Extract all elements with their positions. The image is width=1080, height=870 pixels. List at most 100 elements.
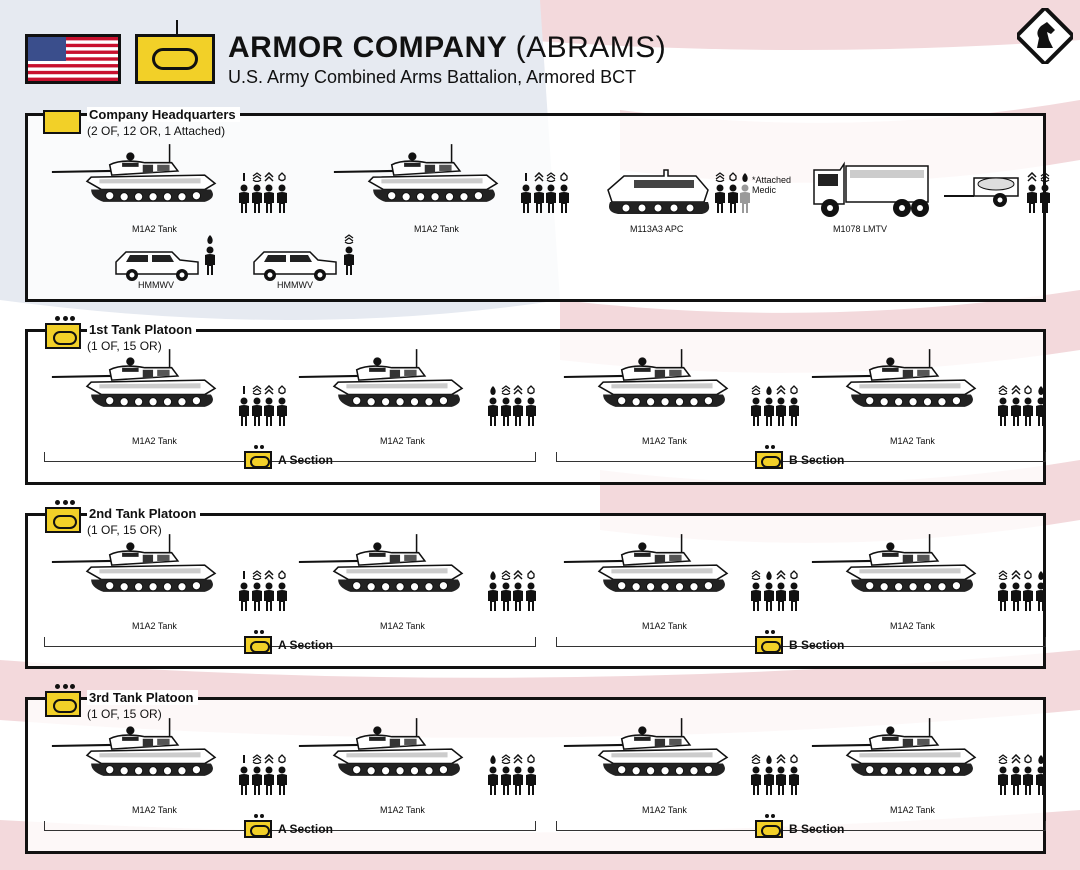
platoon-1-tank-1-crew-soldier-icon xyxy=(239,397,249,426)
platoon-1-tank-4-icon xyxy=(811,349,977,407)
platoon-2-tank-3-crew-soldier-icon xyxy=(776,582,786,611)
platoon-2-section-b-label: B Section xyxy=(789,638,845,652)
platoon-1-caption: (1 OF, 15 OR) xyxy=(87,339,162,353)
platoon-2-tank-3-crew-rank-insignia-icon xyxy=(776,570,786,580)
platoon-1-tank-2-crew-soldier-icon xyxy=(525,397,536,426)
platoon-2-symbol-icon xyxy=(45,500,81,533)
hq-apc-crew-rank-insignia-icon xyxy=(742,173,748,182)
platoon-3-caption: (1 OF, 15 OR) xyxy=(87,707,162,721)
platoon-2-tank-3-crew-rank-insignia-icon xyxy=(789,570,798,580)
hq-tank-2-crew-soldier-icon xyxy=(558,184,569,213)
hq-tank-1-crew-rank-insignia-icon xyxy=(243,173,245,181)
platoon-3-tank-1-crew-rank-insignia-icon xyxy=(277,754,286,764)
platoon-2-tank-1-icon xyxy=(51,534,217,592)
hq-hmmwv-2-crew-rank-insignia-icon xyxy=(344,234,354,244)
hq-hmmwv-1-label: HMMWV xyxy=(138,280,174,290)
platoon-1-tank-1-crew-rank-insignia-icon xyxy=(264,385,274,395)
hq-trailer-icon xyxy=(944,177,1019,207)
hq-tank-2-crew-soldier-icon xyxy=(521,184,531,213)
armor-company-symbol-icon xyxy=(135,20,215,84)
hq-apc-crew-rank-insignia-icon xyxy=(715,172,725,182)
platoon-3-symbol-icon xyxy=(45,684,81,717)
platoon-3-tank-1-crew-rank-insignia-icon xyxy=(252,754,261,764)
platoon-1-tank-4-crew-soldier-icon xyxy=(1023,397,1033,426)
platoon-3-tank-1-icon xyxy=(51,718,217,776)
platoon-1-tank-2-crew-rank-insignia-icon xyxy=(490,386,496,395)
platoon-1-tank-2-crew-rank-insignia-icon xyxy=(513,385,523,395)
platoon-3-tank-4-crew-rank-insignia-icon xyxy=(1010,754,1021,764)
platoon-3-tank-1-crew-soldier-icon xyxy=(264,766,274,795)
platoon-1-tank-1-crew-rank-insignia-icon xyxy=(243,386,245,394)
platoon-1-tank-4-crew-rank-insignia-icon xyxy=(1037,386,1044,395)
hq-hmmwv-2-crew-soldier-icon xyxy=(344,246,354,275)
hq-hmmwv-1-crew-soldier-icon xyxy=(205,246,215,275)
hq-hmmwv-2-label: HMMWV xyxy=(277,280,313,290)
platoon-3-tank-3-label: M1A2 Tank xyxy=(642,805,687,815)
platoon-2-tank-4-crew-soldier-icon xyxy=(1010,582,1021,611)
platoon-3-tank-2-crew-rank-insignia-icon xyxy=(490,755,496,764)
platoon-1-tank-2-icon xyxy=(298,349,464,407)
platoon-1-tank-3-crew-soldier-icon xyxy=(751,397,761,426)
platoon-3-tank-1-label: M1A2 Tank xyxy=(132,805,177,815)
platoon-3-tank-4-crew-soldier-icon xyxy=(1010,766,1021,795)
platoon-1-tank-4-crew-soldier-icon xyxy=(998,397,1008,426)
platoon-1-tank-1-crew-rank-insignia-icon xyxy=(277,385,286,395)
platoon-3-tank-4-crew-rank-insignia-icon xyxy=(998,754,1008,764)
platoon-1-tank-2-crew-rank-insignia-icon xyxy=(526,385,535,395)
platoon-1-tank-1-icon xyxy=(51,349,217,407)
platoon-3-tank-4-crew-soldier-icon xyxy=(998,766,1008,795)
platoon-2-tank-4-crew-rank-insignia-icon xyxy=(1037,571,1044,580)
platoon-2-tank-1-crew-rank-insignia-icon xyxy=(243,571,245,579)
platoon-3-section-b-symbol-icon xyxy=(755,814,783,838)
hq-tank-2-crew-rank-insignia-icon xyxy=(525,173,527,181)
platoon-2-tank-1-crew-rank-insignia-icon xyxy=(252,570,261,580)
platoon-2-tank-1-crew-soldier-icon xyxy=(239,582,249,611)
hq-apc-crew-soldier-icon xyxy=(740,184,750,213)
hq-tank-1-crew-soldier-icon xyxy=(264,184,274,213)
hq-truck-crew-rank-insignia-icon xyxy=(1027,172,1037,182)
platoon-1-tank-2-crew-soldier-icon xyxy=(488,397,498,426)
platoon-1-tank-4-crew-soldier-icon xyxy=(1010,397,1021,426)
platoon-1-tank-3-crew-soldier-icon xyxy=(788,397,799,426)
platoon-3-tank-4-crew-rank-insignia-icon xyxy=(1037,755,1044,764)
hq-tank-1-label: M1A2 Tank xyxy=(132,224,177,234)
platoon-2-tank-2-crew-rank-insignia-icon xyxy=(513,570,523,580)
hq-apc-crew-soldier-icon xyxy=(727,184,738,213)
platoon-3-tank-4-crew-soldier-icon xyxy=(1035,766,1046,795)
platoon-1-section-b-bracket xyxy=(556,452,1046,462)
platoon-1-tank-3-icon xyxy=(563,349,729,407)
platoon-3-tank-1-crew-soldier-icon xyxy=(276,766,287,795)
platoon-2-tank-2-crew-soldier-icon xyxy=(525,582,536,611)
hq-tank-2-crew-soldier-icon xyxy=(546,184,556,213)
platoon-2-tank-3-crew-soldier-icon xyxy=(763,582,774,611)
platoon-2-section-a-bracket xyxy=(44,637,536,647)
hq-truck-crew-rank-insignia-icon xyxy=(1040,172,1049,182)
platoon-1-section-b-label: B Section xyxy=(789,453,845,467)
platoon-3-section-a-bracket xyxy=(44,821,536,831)
platoon-1-tank-2-crew-soldier-icon xyxy=(513,397,523,426)
platoon-1-section-a-bracket xyxy=(44,452,536,462)
platoon-2-tank-3-label: M1A2 Tank xyxy=(642,621,687,631)
hq-tank-2-icon xyxy=(333,144,499,202)
platoon-2-tank-1-crew-rank-insignia-icon xyxy=(264,570,274,580)
platoon-3-section-a-symbol-icon xyxy=(244,814,272,838)
platoon-3-tank-4-crew-soldier-icon xyxy=(1023,766,1033,795)
platoon-3-tank-3-crew-soldier-icon xyxy=(763,766,774,795)
hq-truck-icon xyxy=(813,161,929,217)
platoon-1-tank-4-crew-rank-insignia-icon xyxy=(998,385,1008,395)
platoon-3-tank-4-label: M1A2 Tank xyxy=(890,805,935,815)
platoon-2-tank-4-crew-rank-insignia-icon xyxy=(998,570,1008,580)
page-subtitle: U.S. Army Combined Arms Battalion, Armor… xyxy=(228,67,637,87)
platoon-2-tank-1-crew-soldier-icon xyxy=(251,582,262,611)
hq-tank-1-crew-soldier-icon xyxy=(251,184,262,213)
platoon-2-section-a-symbol-icon xyxy=(244,630,272,654)
platoon-2-tank-2-crew-soldier-icon xyxy=(500,582,511,611)
platoon-2-title: 2nd Tank Platoon xyxy=(87,506,201,521)
platoon-1-section-a-symbol-icon xyxy=(244,445,272,469)
hq-truck-crew-soldier-icon xyxy=(1027,184,1037,213)
platoon-3-tank-3-icon xyxy=(563,718,729,776)
platoon-1-tank-3-crew-rank-insignia-icon xyxy=(776,385,786,395)
platoon-2-tank-3-icon xyxy=(563,534,729,592)
hq-tank-1-crew-rank-insignia-icon xyxy=(277,172,286,182)
